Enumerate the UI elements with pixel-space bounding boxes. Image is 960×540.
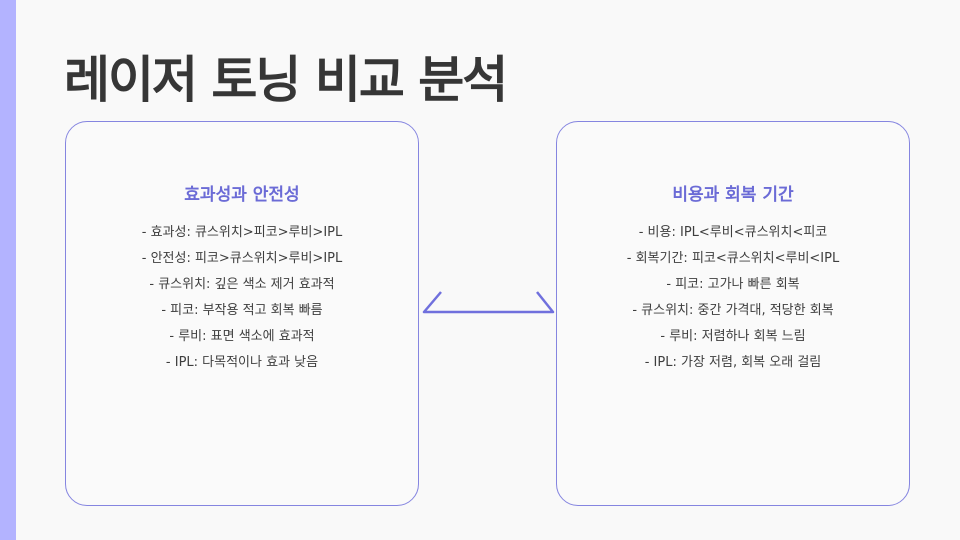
list-item: - 피코: 고가나 빠른 회복 <box>666 277 800 292</box>
card-heading: 비용과 회복 기간 <box>672 185 794 205</box>
list-item: - 비용: IPL<루비<큐스위치<피코 <box>638 225 828 240</box>
card-list: - 효과성: 큐스위치>피코>루비>IPL - 안전성: 피코>큐스위치>루비>… <box>66 220 418 376</box>
card-list: - 비용: IPL<루비<큐스위치<피코 - 회복기간: 피코<큐스위치<루비<… <box>557 220 909 376</box>
slide-title: 레이저 토닝 비교 분석 <box>64 51 508 109</box>
list-item: - 효과성: 큐스위치>피코>루비>IPL <box>141 225 343 240</box>
list-item: - IPL: 다목적이나 효과 낮음 <box>165 355 319 370</box>
connector-line <box>422 291 555 314</box>
list-item: - IPL: 가장 저렴, 회복 오래 걸림 <box>644 355 822 370</box>
list-item: - 안전성: 피코>큐스위치>루비>IPL <box>141 251 343 266</box>
list-item: - 루비: 저렴하나 회복 느림 <box>660 329 806 344</box>
left-accent-bar <box>0 0 16 540</box>
list-item: - 루비: 표면 색소에 효과적 <box>169 329 315 344</box>
list-item: - 큐스위치: 깊은 색소 제거 효과적 <box>149 277 335 292</box>
list-item: - 피코: 부작용 적고 회복 빠름 <box>161 303 323 318</box>
cost-recovery-card: 비용과 회복 기간 - 비용: IPL<루비<큐스위치<피코 - 회복기간: 피… <box>556 121 910 506</box>
card-heading: 효과성과 안전성 <box>184 185 300 205</box>
list-item: - 회복기간: 피코<큐스위치<루비<IPL <box>626 251 840 266</box>
list-item: - 큐스위치: 중간 가격대, 적당한 회복 <box>632 303 834 318</box>
effectiveness-safety-card: 효과성과 안전성 - 효과성: 큐스위치>피코>루비>IPL - 안전성: 피코… <box>65 121 419 506</box>
